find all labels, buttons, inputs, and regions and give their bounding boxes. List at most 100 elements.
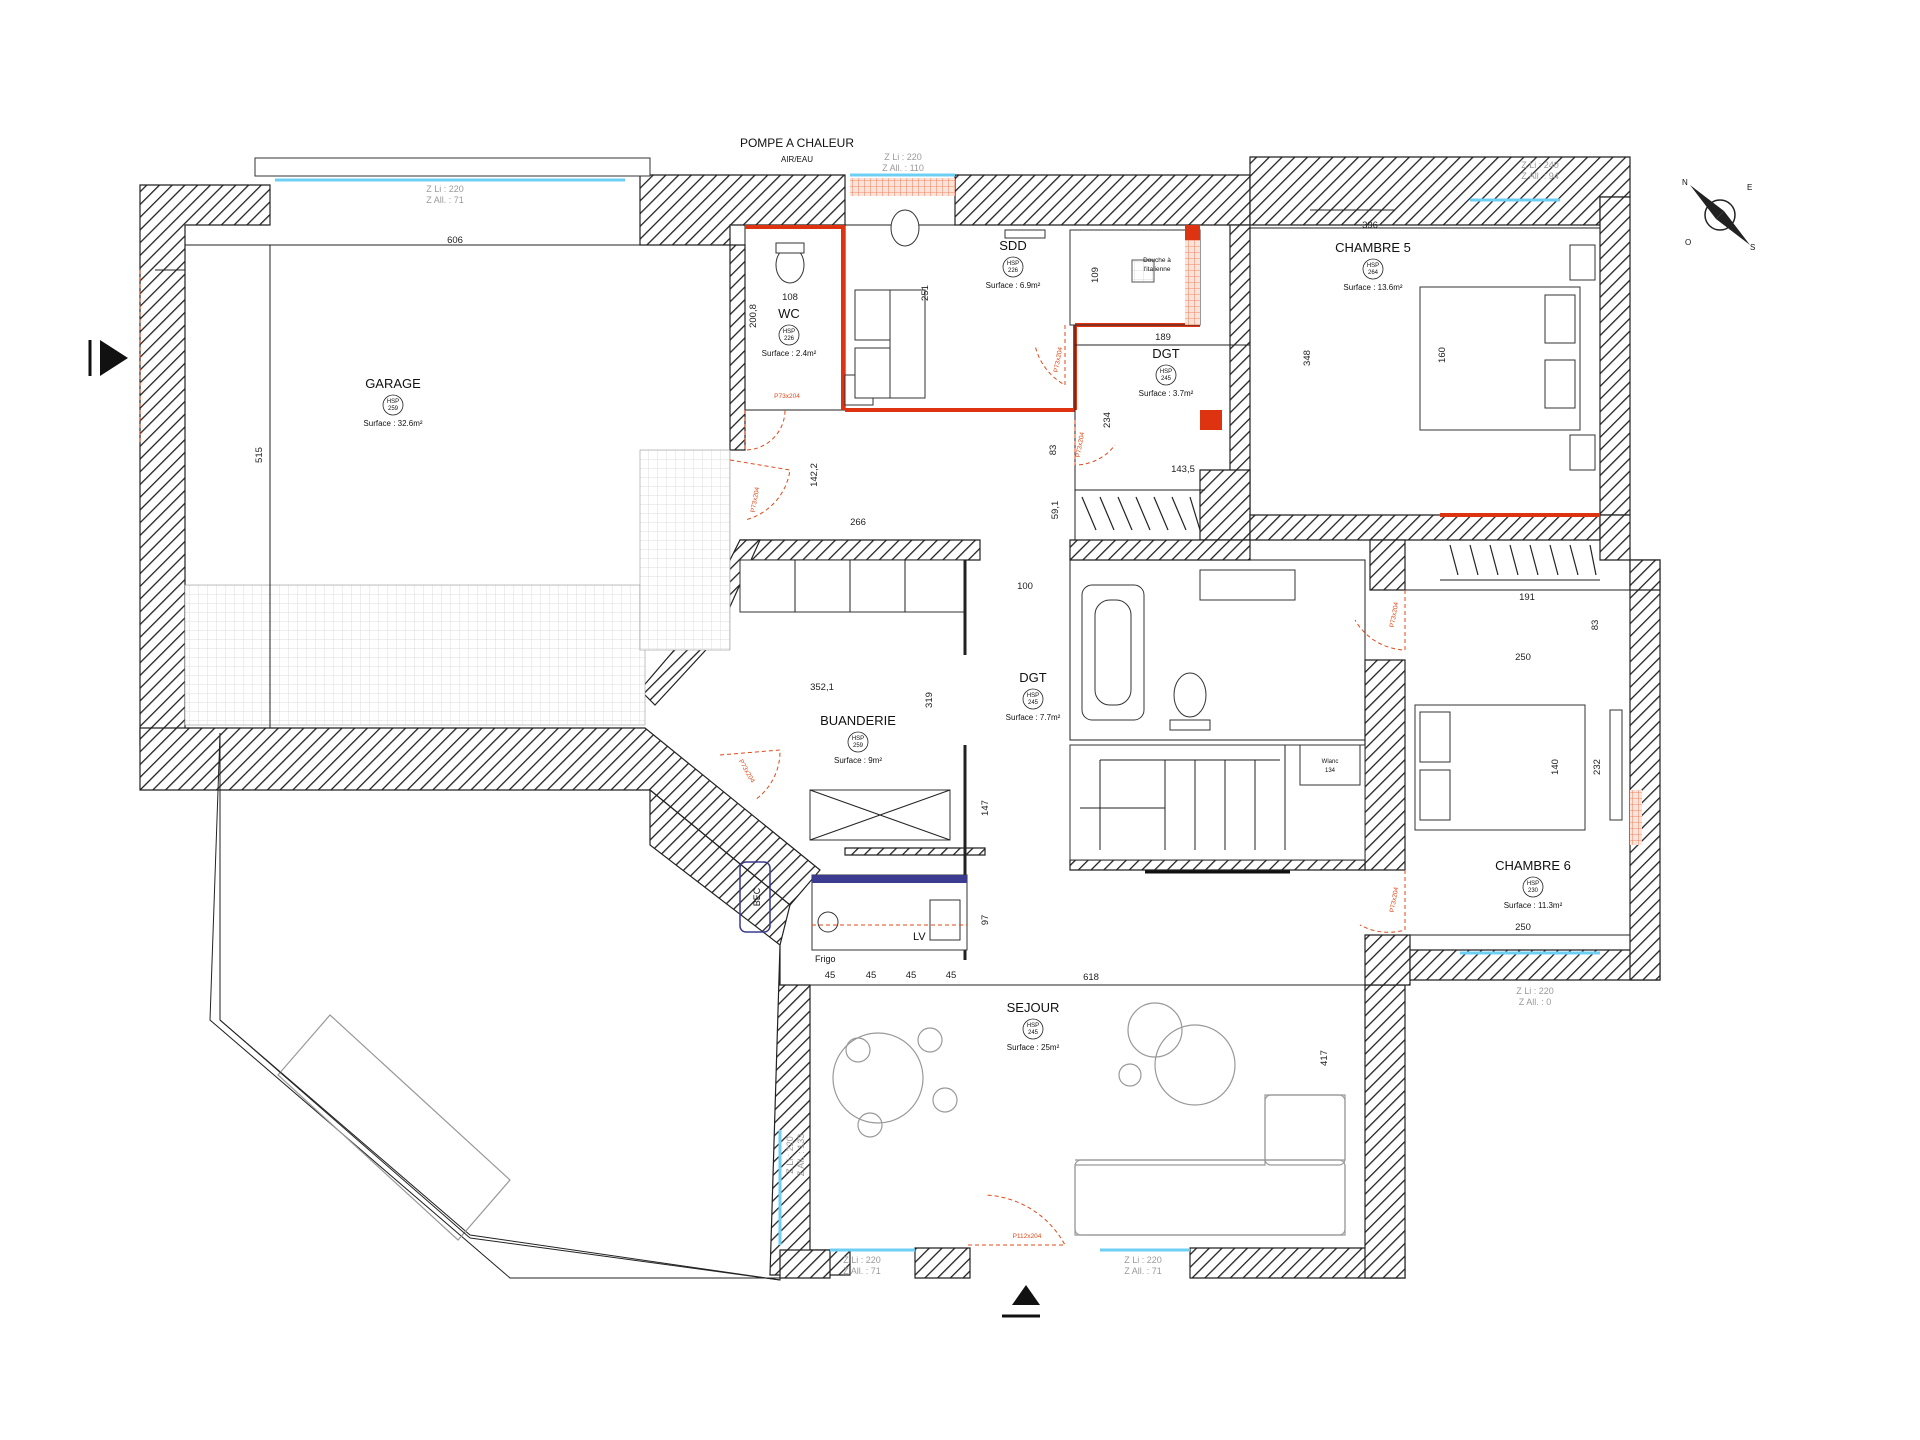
dimension-label: 189 xyxy=(1155,332,1171,343)
dimension-label: 417 xyxy=(1319,1050,1330,1066)
window-tag-li: Z Li : 220 xyxy=(426,184,464,194)
room-surface: Surface : 9m² xyxy=(834,756,882,765)
dimension-label: 147 xyxy=(980,800,991,816)
dimension-label: 396 xyxy=(1362,220,1378,231)
compass-s: S xyxy=(1750,243,1755,252)
garage xyxy=(139,244,731,728)
dimension-label: 232 xyxy=(1592,759,1603,775)
shower-tiles xyxy=(1185,225,1200,325)
hsp-prefix: HSP xyxy=(1527,881,1539,887)
hsp-prefix: HSP xyxy=(852,736,864,742)
dimension-label: 143,5 xyxy=(1171,464,1195,475)
toilet-tank xyxy=(1169,719,1211,731)
hsp-prefix: HSP xyxy=(1367,263,1379,269)
room-name: DGT xyxy=(1152,346,1180,361)
garage-tile-floor xyxy=(184,584,646,726)
dimension-label: 319 xyxy=(924,692,935,708)
pillow-icon xyxy=(1419,769,1451,821)
hsp-value: 230 xyxy=(1528,888,1539,894)
window-tag-all: Z All. : 71 xyxy=(1124,1266,1162,1276)
door-tag: P73x204 xyxy=(1389,601,1400,628)
shower-label-2: l'italienne xyxy=(1144,266,1171,273)
door-tag: P73x204 xyxy=(1053,346,1064,373)
window-tag-li: Z Li : 220 xyxy=(843,1255,881,1265)
window-tag-all: Z All. : 94 xyxy=(1521,171,1559,181)
washing-machine-icon xyxy=(817,911,839,933)
window-tag-all: Z All. : 133 xyxy=(796,1134,806,1177)
dimension-label: 100 xyxy=(1017,581,1033,592)
windows xyxy=(778,173,1600,1252)
room-surface: Surface : 32.6m² xyxy=(363,419,422,428)
hsp-badge-icon xyxy=(1155,364,1177,386)
radiator-icon xyxy=(1004,229,1046,239)
hsp-value: 245 xyxy=(1028,700,1039,706)
room-surface: Surface : 3.7m² xyxy=(1139,389,1194,398)
hsp-prefix: HSP xyxy=(1027,693,1039,699)
window-tag-all: Z All. : 110 xyxy=(882,163,924,173)
room-name: SEJOUR xyxy=(1007,1000,1060,1015)
nightstand-icon xyxy=(1569,244,1596,281)
door-tag: P73x204 xyxy=(750,486,761,513)
frigo-label: Frigo xyxy=(815,954,836,964)
room-name: GARAGE xyxy=(365,376,421,391)
dimension-label: 191 xyxy=(1519,592,1535,603)
window-tag-li: Z Li : 220 xyxy=(1124,1255,1162,1265)
hsp-badge-icon xyxy=(778,324,800,346)
chambre-5 xyxy=(1250,209,1600,581)
window-tag-all: Z All. : 0 xyxy=(1519,997,1552,1007)
dimension-label: 140 xyxy=(1550,759,1561,775)
pillow-icon xyxy=(1544,359,1576,409)
bec-label: BEC xyxy=(752,887,762,906)
hsp-badge-icon xyxy=(1522,876,1544,898)
room-name: SDD xyxy=(999,238,1026,253)
entry-arrow-icon xyxy=(100,340,128,376)
door-tag: P73x204 xyxy=(1389,886,1400,913)
dimension-label: 59,1 xyxy=(1050,501,1061,520)
dimension-label: 109 xyxy=(1090,267,1101,283)
room-surface: Surface : 11.3m² xyxy=(1504,901,1563,910)
dimension-label: 83 xyxy=(1590,620,1601,631)
hsp-value: 226 xyxy=(1008,268,1019,274)
dimension-label: 266 xyxy=(850,517,866,528)
wc-susp-label-2: 134 xyxy=(1325,768,1336,774)
wc-suspended xyxy=(1299,744,1361,786)
buanderie xyxy=(739,559,968,960)
terrace-edge xyxy=(219,1019,471,1239)
hsp-prefix: HSP xyxy=(783,329,795,335)
hsp-prefix: HSP xyxy=(1160,369,1172,375)
dimension-label: 515 xyxy=(254,447,265,463)
entry-arrow-icon xyxy=(1012,1285,1040,1305)
wc-susp-label-1: Wlanc xyxy=(1322,759,1339,765)
washbasin-icon xyxy=(1199,569,1296,601)
window-tag-li: Z Li : 220 xyxy=(785,1136,795,1174)
lv-label: LV xyxy=(913,931,926,943)
dimension-label: 352,1 xyxy=(810,682,834,693)
dgt-corridor-top xyxy=(1074,325,1250,541)
heat-pump-sublabel: AIR/EAU xyxy=(781,155,813,164)
room-name: BUANDERIE xyxy=(820,713,896,728)
tiled-strip xyxy=(850,178,955,196)
door-tag: P112x204 xyxy=(1013,1233,1042,1240)
window-tag-all: Z All. : 71 xyxy=(843,1266,881,1276)
hsp-value: 245 xyxy=(1161,376,1172,382)
dimension-label: 234 xyxy=(1102,412,1113,428)
rug-icon xyxy=(1154,1024,1236,1106)
door-tag: P73x204 xyxy=(774,393,800,400)
dimension-label: 250 xyxy=(1515,922,1531,933)
room-surface: Surface : 25m² xyxy=(1007,1043,1060,1052)
dimension-label: 606 xyxy=(447,235,463,246)
terrace-bench xyxy=(277,1014,511,1241)
dimension-label: 251 xyxy=(920,285,931,301)
room-surface: Surface : 13.6m² xyxy=(1343,283,1402,292)
toilet-icon xyxy=(890,209,920,247)
